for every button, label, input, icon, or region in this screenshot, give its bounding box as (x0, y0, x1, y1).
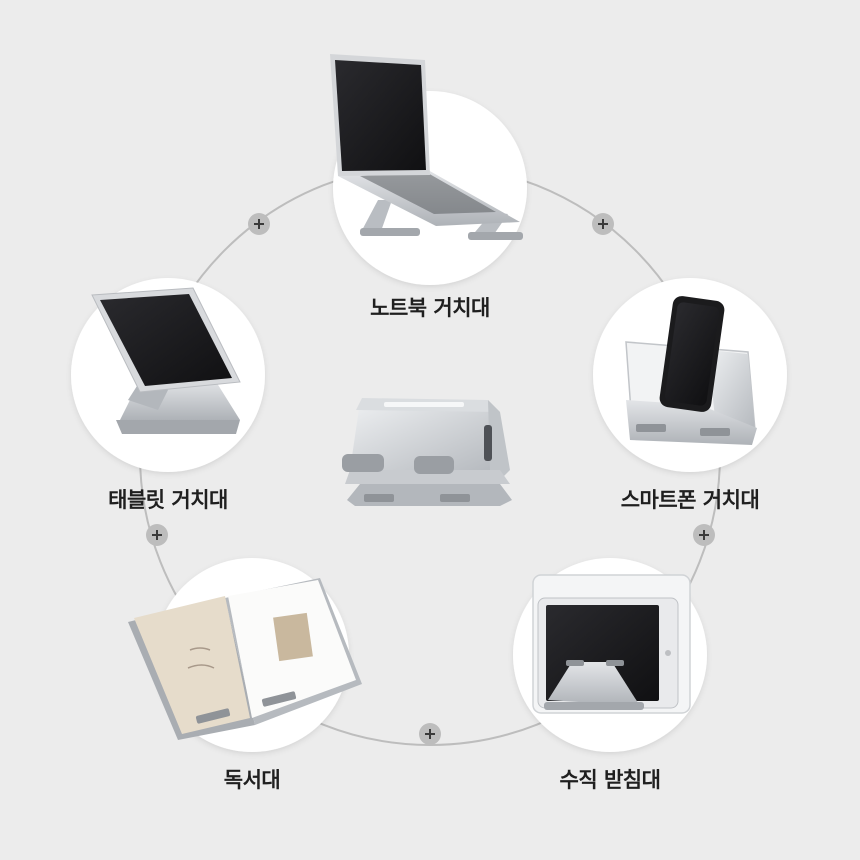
plus-icon (248, 213, 270, 235)
label-vertical-stand: 수직 받침대 (559, 768, 661, 792)
laptop-on-stand-icon (330, 54, 523, 240)
open-book-on-stand-icon (128, 578, 362, 740)
label-book-stand: 독서대 (223, 768, 281, 792)
tablet-vertical-stand-icon (532, 574, 691, 714)
plus-icon (592, 213, 614, 235)
phone-on-stand-icon (625, 296, 757, 445)
folded-aluminium-stand-icon (342, 398, 512, 506)
label-tablet-stand: 태블릿 거치대 (108, 488, 228, 512)
label-smartphone-stand: 스마트폰 거치대 (620, 488, 760, 512)
plus-icon (693, 524, 715, 546)
label-laptop-stand: 노트북 거치대 (370, 296, 490, 320)
tablet-on-stand-icon (91, 287, 241, 434)
plus-icon (419, 723, 441, 745)
plus-icon (146, 524, 168, 546)
